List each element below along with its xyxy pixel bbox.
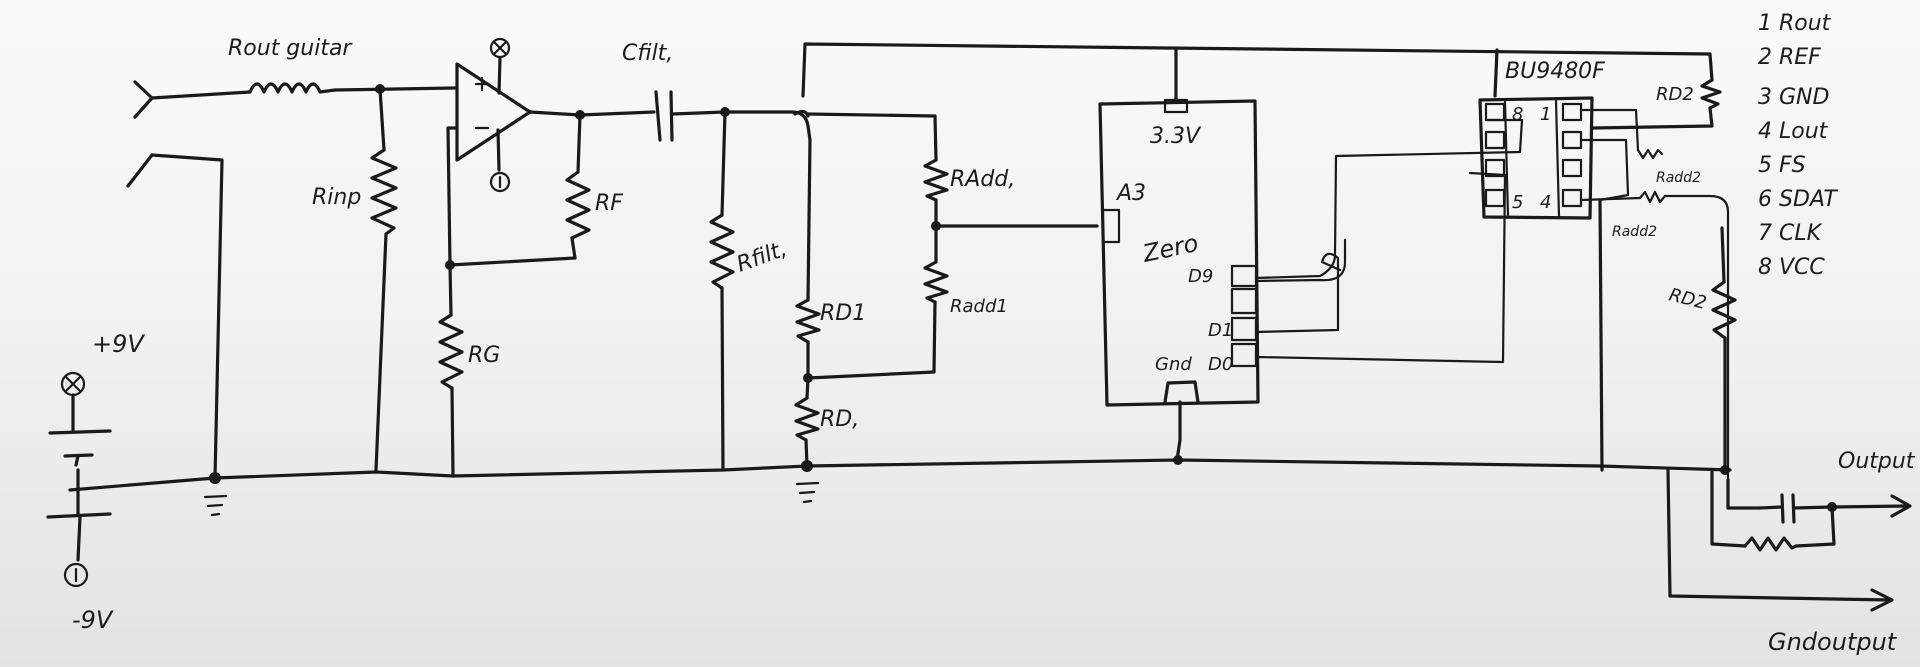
label-rd2-bottom: RD2 bbox=[1667, 284, 1709, 314]
wire-opamp-out bbox=[528, 110, 582, 117]
battery-symbol bbox=[46, 371, 112, 588]
ground-rail-right bbox=[1176, 458, 1732, 472]
label-mcu-pin-gnd: Gnd bbox=[1155, 354, 1192, 375]
pinout-item-6: 6 SDAT bbox=[1758, 187, 1838, 212]
pinout-item-3: 3 GND bbox=[1758, 85, 1829, 110]
ground-symbol bbox=[795, 481, 820, 504]
rd1-lower-resistor bbox=[794, 376, 820, 468]
label-rd2-top: RD2 bbox=[1656, 84, 1694, 105]
radd1-resistor-top bbox=[923, 114, 949, 228]
wire-radd2-out bbox=[1663, 194, 1730, 482]
wire-ic-pin4 bbox=[1579, 196, 1642, 202]
opamp-symbol bbox=[455, 37, 532, 193]
pinout-item-5: 5 FS bbox=[1758, 153, 1806, 178]
label-supply-neg: -9V bbox=[72, 606, 114, 634]
wire-feedback-bottom bbox=[448, 256, 577, 267]
rf-resistor bbox=[565, 113, 591, 260]
label-output: Output bbox=[1838, 449, 1916, 474]
rd2-resistor-vertical bbox=[1711, 226, 1737, 472]
bu9480f-ic bbox=[1478, 48, 1594, 220]
rg-resistor bbox=[438, 263, 464, 478]
label-gnd-output: Gndoutput bbox=[1768, 628, 1898, 656]
label-cfilt: Cfilt, bbox=[622, 41, 673, 66]
label-radd1-top: RAdd, bbox=[950, 167, 1015, 192]
pinout-item-4: 4 Lout bbox=[1758, 119, 1829, 144]
label-mcu-pin-d0: D0 bbox=[1208, 354, 1233, 375]
label-mcu-pin-a3: A3 bbox=[1115, 181, 1146, 206]
wire-rd1-join bbox=[806, 370, 936, 380]
label-rd1-top: RD1 bbox=[820, 301, 866, 326]
label-rfilt: Rfilt, bbox=[734, 237, 791, 278]
output-capacitor bbox=[1758, 493, 1834, 524]
wire-d1 bbox=[1254, 252, 1342, 334]
pinout-item-8: 8 VCC bbox=[1758, 255, 1825, 280]
radd1-resistor-bottom bbox=[923, 224, 949, 374]
ground-rail bbox=[68, 458, 1180, 492]
rinp-resistor bbox=[370, 87, 398, 472]
label-radd2-right: Radd2 bbox=[1656, 170, 1701, 186]
output-arrow bbox=[1830, 494, 1912, 518]
label-rinp: Rinp bbox=[312, 185, 361, 210]
ground-symbol bbox=[203, 494, 228, 517]
rd2-resistor-top bbox=[1590, 52, 1722, 130]
wire-3v3-rail bbox=[801, 42, 1712, 98]
label-rout-guitar: Rout guitar bbox=[228, 36, 353, 61]
input-jack-symbol bbox=[126, 80, 154, 188]
jack-ground-wire bbox=[150, 153, 224, 480]
wire-d0 bbox=[1254, 171, 1507, 364]
label-ic-name: BU9480F bbox=[1505, 59, 1605, 84]
label-rg: RG bbox=[468, 343, 500, 368]
rfilt-resistor bbox=[709, 110, 735, 472]
radd2-resistor-small bbox=[1638, 190, 1667, 204]
wire-ic-pin1 bbox=[1579, 108, 1640, 152]
wire-output-left bbox=[1726, 478, 1762, 510]
label-rf: RF bbox=[595, 191, 623, 216]
label-ic-pin-1: 1 bbox=[1540, 104, 1551, 125]
label-radd2-left: Radd2 bbox=[1612, 224, 1657, 240]
pinout-item-1: 1 Rout bbox=[1758, 11, 1832, 36]
label-mcu-pin-d1: D1 bbox=[1208, 320, 1233, 341]
label-mcu-pin-d9: D9 bbox=[1188, 266, 1213, 287]
label-mcu-name: Zero bbox=[1139, 229, 1200, 268]
wire-to-add-network bbox=[723, 110, 812, 142]
wire-input-to-opamp bbox=[333, 86, 457, 92]
output-bleed-resistor bbox=[1710, 468, 1836, 552]
label-radd1-bottom: Radd1 bbox=[950, 296, 1008, 317]
wire-ic-pin2 bbox=[1579, 138, 1630, 202]
label-rd1-bottom: RD, bbox=[820, 407, 859, 432]
label-mcu-voltage: 3.3V bbox=[1150, 124, 1202, 149]
label-supply-pos: +9V bbox=[92, 330, 145, 358]
rout-guitar-resistor bbox=[150, 82, 337, 100]
cfilt-capacitor bbox=[578, 90, 727, 142]
pinout-legend: 1 Rout 2 REF 3 GND 4 Lout 5 FS 6 SDAT 7 … bbox=[1758, 11, 1838, 280]
wire-rd2-column bbox=[1598, 198, 1604, 472]
wire-add-top bbox=[806, 112, 937, 118]
pinout-item-7: 7 CLK bbox=[1758, 221, 1823, 246]
label-ic-pin-4: 4 bbox=[1540, 192, 1551, 213]
wire-d9-dup bbox=[1254, 238, 1347, 283]
radd2-resistor-upper bbox=[1636, 148, 1664, 160]
arduino-zero-board bbox=[1098, 98, 1260, 462]
pinout-item-2: 2 REF bbox=[1758, 45, 1821, 70]
wire-d9 bbox=[1254, 118, 1524, 280]
label-ic-pin-8: 8 bbox=[1512, 104, 1523, 125]
junction-dot bbox=[801, 460, 813, 472]
gnd-output-arrow bbox=[1666, 468, 1894, 612]
wire-opamp-neg bbox=[446, 126, 459, 267]
label-ic-pin-5: 5 bbox=[1512, 192, 1523, 213]
rd1-resistor bbox=[795, 138, 821, 380]
